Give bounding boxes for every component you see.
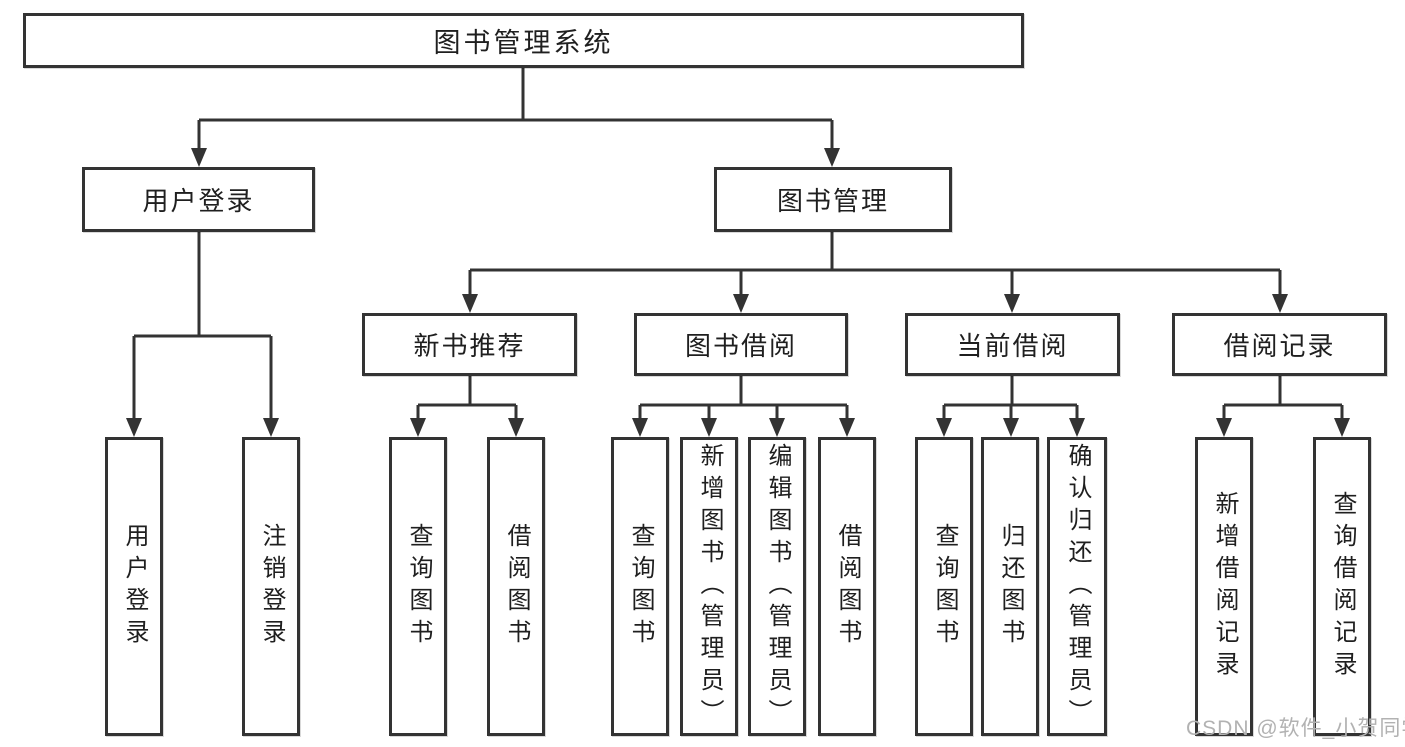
node-new-book-recommend-label: 新书推荐 [413,331,526,361]
leaf-query-books-borrowing-label: 查询图书 [627,522,654,651]
leaf-borrow-books-recommend: 借阅图书 [487,437,545,736]
leaf-borrow-books-borrowing-label: 借阅图书 [834,522,861,651]
node-book-borrowing-label: 图书借阅 [684,331,797,361]
node-new-book-recommend: 新书推荐 [362,313,577,376]
leaf-user-login: 用户登录 [105,437,163,736]
leaf-query-books-borrowing: 查询图书 [611,437,669,736]
node-book-management: 图书管理 [714,167,952,232]
leaf-confirm-return-admin: 确认归还（管理员） [1047,437,1107,736]
node-user-login: 用户登录 [82,167,315,232]
leaf-add-borrow-record: 新增借阅记录 [1195,437,1253,736]
csdn-watermark: CSDN @软件_小贺同学 [1186,717,1405,740]
leaf-add-book-admin-label: 新增图书（管理员） [696,442,723,731]
leaf-query-books-current-label: 查询图书 [931,522,958,651]
leaf-edit-book-admin: 编辑图书（管理员） [748,437,806,736]
leaf-borrow-books-borrowing: 借阅图书 [818,437,876,736]
arrowheads [126,148,1350,437]
leaf-query-borrow-record-label: 查询借阅记录 [1329,490,1356,683]
node-current-borrowing: 当前借阅 [905,313,1120,376]
leaf-logout: 注销登录 [242,437,300,736]
node-root-label: 图书管理系统 [433,28,614,58]
leaf-query-borrow-record: 查询借阅记录 [1313,437,1371,736]
leaf-user-login-label: 用户登录 [121,522,148,651]
node-borrowing-records-label: 借阅记录 [1223,331,1336,361]
leaf-add-borrow-record-label: 新增借阅记录 [1211,490,1238,683]
leaf-query-books-recommend-label: 查询图书 [405,522,432,651]
leaf-confirm-return-admin-label: 确认归还（管理员） [1064,442,1091,731]
node-book-borrowing: 图书借阅 [634,313,848,376]
node-borrowing-records: 借阅记录 [1172,313,1387,376]
node-root: 图书管理系统 [23,13,1024,68]
leaf-logout-label: 注销登录 [258,522,285,651]
node-user-login-label: 用户登录 [142,186,255,216]
node-current-borrowing-label: 当前借阅 [956,331,1069,361]
node-book-management-label: 图书管理 [776,186,889,216]
leaf-borrow-books-recommend-label: 借阅图书 [503,522,530,651]
leaf-query-books-current: 查询图书 [915,437,973,736]
leaf-add-book-admin: 新增图书（管理员） [680,437,738,736]
leaf-return-book: 归还图书 [981,437,1039,736]
leaf-edit-book-admin-label: 编辑图书（管理员） [764,442,791,731]
leaf-return-book-label: 归还图书 [997,522,1024,651]
leaf-query-books-recommend: 查询图书 [389,437,447,736]
